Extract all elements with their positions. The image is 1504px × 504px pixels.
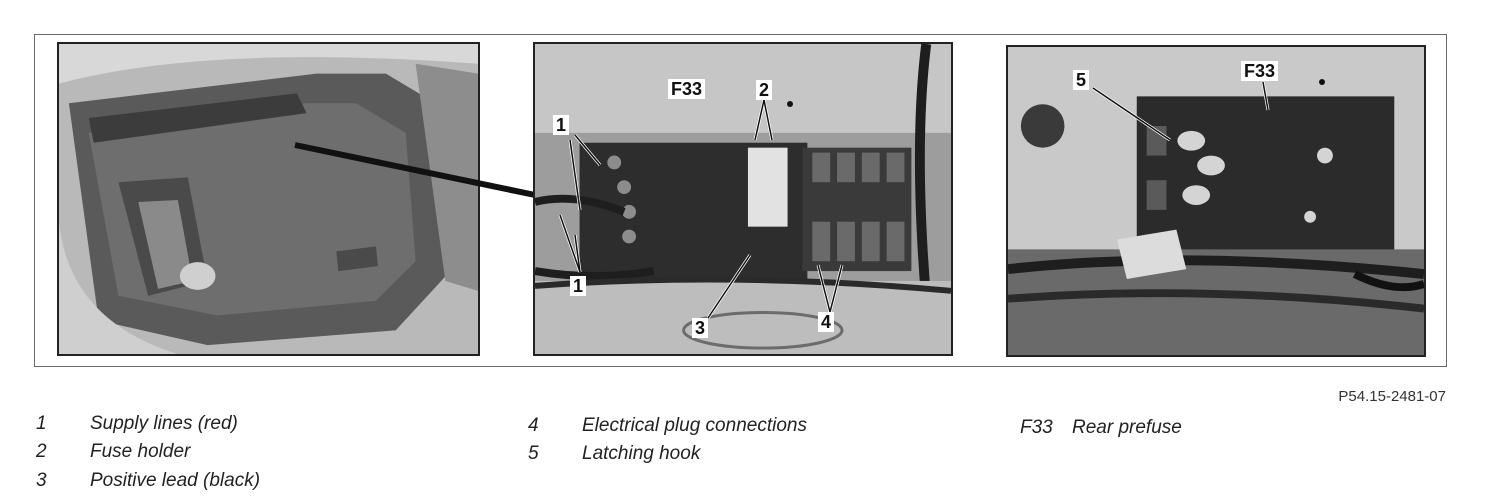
- legend-text: Positive lead (black): [90, 470, 261, 491]
- callout-2: 2: [756, 80, 773, 100]
- prefuse-detail-photo: [533, 42, 953, 356]
- legend-text: Latching hook: [582, 443, 701, 464]
- legend-number: 4: [528, 415, 539, 436]
- figure-frame: [34, 34, 1447, 367]
- latching-hook-photo: [1006, 45, 1426, 357]
- legend-number: 5: [528, 443, 539, 464]
- legend-text: Fuse holder: [90, 441, 191, 462]
- figure-code: P54.15-2481-07: [1338, 388, 1446, 405]
- trunk-photo: [57, 42, 480, 356]
- callout-5: 5: [1073, 70, 1090, 90]
- legend-number: F33: [1020, 417, 1053, 438]
- callout-f33-detail: F33: [668, 79, 706, 99]
- legend-number: 2: [36, 441, 47, 462]
- legend-text: Rear prefuse: [1072, 417, 1182, 438]
- callout-3: 3: [692, 318, 709, 338]
- legend-number: 1: [36, 413, 47, 434]
- legend-text: Electrical plug connections: [582, 415, 807, 436]
- callout-1-bottom: 1: [570, 276, 587, 296]
- legend-number: 3: [36, 470, 47, 491]
- callout-4: 4: [818, 312, 835, 332]
- legend-text: Supply lines (red): [90, 413, 238, 434]
- callout-f33-hook: F33: [1241, 61, 1279, 81]
- callout-1-top: 1: [553, 115, 570, 135]
